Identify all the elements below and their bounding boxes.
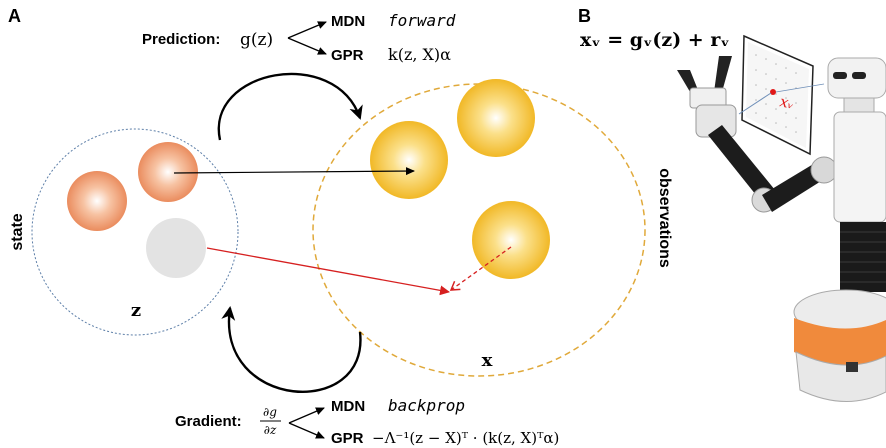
gradient-mapping-arrow (206, 247, 450, 296)
forward-curve-arrow (217, 72, 363, 141)
prediction-branch-arrow-mdn (287, 21, 327, 39)
z-label: z (131, 300, 141, 321)
state-axis-label: state (9, 213, 26, 250)
robot-body (793, 57, 886, 402)
gradient-frac-denominator: ∂z (264, 423, 277, 437)
state-ball-inactive (146, 218, 206, 278)
prediction-detail-gpr: k(z, X)α (388, 45, 451, 64)
prediction-branch-arrow-gpr (287, 37, 327, 55)
gradient-branch-arrow-gpr (288, 422, 325, 439)
gradient-frac-numerator: ∂g (263, 405, 277, 419)
state-space-circle (31, 128, 239, 336)
observations-axis-label: observations (656, 168, 673, 268)
prediction-label: Prediction: (142, 31, 220, 48)
panel-a-label: A (8, 6, 21, 26)
screen-target-label: xᵥ (778, 92, 795, 113)
gradient-detail-mdn: backprop (388, 396, 465, 415)
state-ball-left (67, 171, 127, 231)
obs-ball-bottom (472, 201, 550, 279)
gradient-correction-arrow (449, 246, 512, 291)
gradient-label: Gradient: (175, 413, 242, 430)
gradient-method-mdn: MDN (331, 398, 365, 415)
screen-target-dot (770, 89, 776, 95)
prediction-method-gpr: GPR (331, 47, 364, 64)
panel-b-label: B (578, 6, 591, 26)
state-ball-right (138, 142, 198, 202)
gradient-detail-gpr: −Λ⁻¹(z − X)ᵀ · (k(z, X)ᵀα) (372, 429, 559, 447)
prediction-detail-mdn: forward (388, 11, 456, 30)
gaze-line-2 (775, 83, 825, 93)
x-label: x (482, 350, 493, 371)
obs-ball-left (370, 121, 448, 199)
virtual-screen: xᵥ (738, 34, 825, 156)
forward-mapping-arrow (173, 167, 415, 176)
backward-curve-arrow (221, 306, 362, 393)
gradient-branch-arrow-mdn (288, 407, 325, 424)
robot-arm (677, 56, 838, 213)
prediction-expr: g(z) (240, 30, 273, 50)
prediction-method-mdn: MDN (331, 13, 365, 30)
panel-b-equation: xᵥ = gᵥ(z) + rᵥ (580, 29, 730, 51)
gradient-method-gpr: GPR (331, 430, 364, 447)
gaze-line (738, 92, 772, 115)
obs-ball-top (457, 79, 535, 157)
